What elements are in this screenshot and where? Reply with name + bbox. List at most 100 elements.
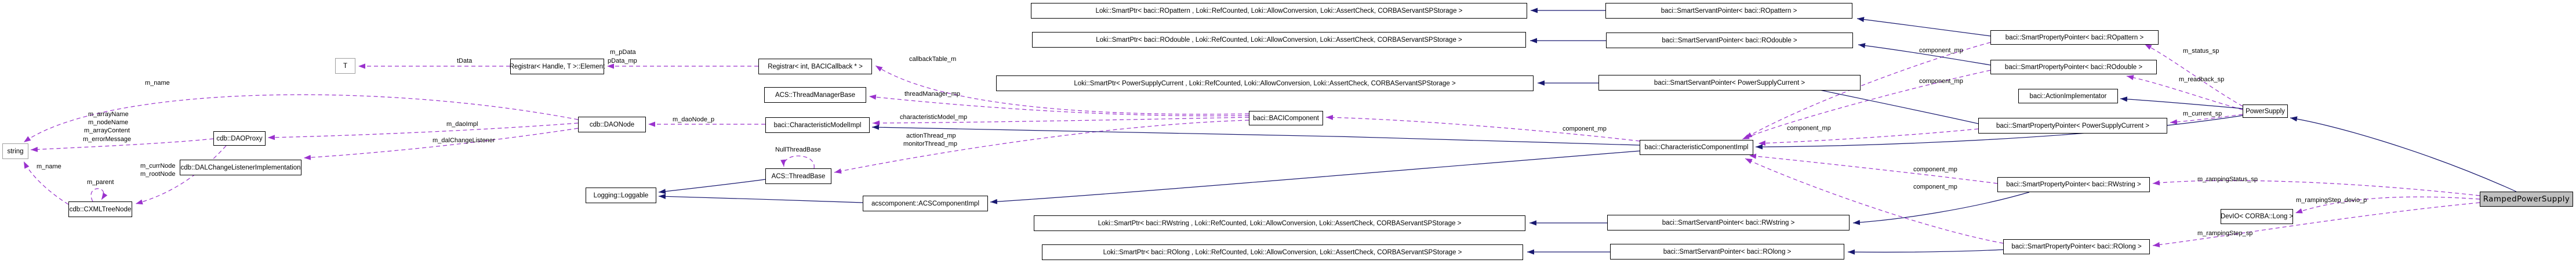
edge-inh-acscomp-loggable — [658, 193, 863, 203]
class-node-loki-smartptr-rwstring[interactable]: Loki::SmartPtr< baci::RWstring , Loki::R… — [1034, 215, 1525, 231]
class-node-cdb-daonode[interactable]: cdb::DAONode — [578, 117, 646, 132]
class-node-ssp-rodouble[interactable]: baci::SmartServantPointer< baci::ROdoubl… — [1606, 33, 1853, 48]
edge-label-component-mp-cci: component_mp — [1563, 125, 1607, 132]
edge-m-parent — [90, 188, 108, 202]
edge-label-m-rampingstatus-sp: m_rampingStatus_sp — [2197, 176, 2258, 183]
edge-label-component-mp-rolong: component_mp — [1913, 183, 1957, 190]
class-node-loki-smartptr-powersupplycurrent[interactable]: Loki::SmartPtr< PowerSupplyCurrent , Lok… — [996, 75, 1534, 91]
edge-inh-cci-acscomp — [990, 150, 1640, 204]
class-node-loki-smartptr-rodouble[interactable]: Loki::SmartPtr< baci::ROdouble , Loki::R… — [1032, 32, 1526, 48]
edge-m-name-cxml — [23, 161, 69, 205]
edge-label-nullthreadbase: NullThreadBase — [775, 146, 821, 153]
edge-label-m-readback-sp: m_readback_sp — [2179, 76, 2225, 83]
edge-label-m-rampingstep-sp: m_rampingStep_sp — [2197, 230, 2253, 237]
edge-nullthreadbase — [780, 156, 815, 169]
edge-threadmanager-mp — [869, 94, 1249, 117]
edge-inh-threadbase-loggable — [658, 179, 766, 194]
edge-inh-spp-ssp-rodouble — [1858, 43, 1991, 66]
edge-component-mp-rodouble — [1742, 70, 1991, 140]
class-node-cdb-daoproxy[interactable]: cdb::DAOProxy — [213, 131, 266, 146]
class-node-cdb-cxmltreenode[interactable]: cdb::CXMLTreeNode — [68, 201, 132, 217]
class-node-acscomponent-acscomponentimpl[interactable]: acscomponent::ACSComponentImpl — [863, 196, 988, 211]
class-node-spp-rolong[interactable]: baci::SmartPropertyPointer< baci::ROlong… — [2003, 239, 2150, 254]
edge-label-characteristicmodel-mp: characteristicModel_mp — [900, 114, 968, 121]
class-node-logging-loggable[interactable]: Logging::Loggable — [586, 188, 656, 203]
edge-label-component-mp-ropattern: component_mp — [1919, 47, 1963, 54]
edge-inh-rps-ps — [2290, 116, 2517, 192]
edge-m-rampingstep-sp — [2152, 202, 2480, 247]
edge-label-callbacktable-m: callbackTable_m — [909, 56, 957, 63]
class-node-spp-ropattern[interactable]: baci::SmartPropertyPointer< baci::ROpatt… — [1990, 30, 2159, 45]
edge-label-m-status-sp: m_status_sp — [2183, 48, 2219, 55]
edge-m-status-sp — [2144, 44, 2243, 107]
edge-m-name-daonode — [23, 94, 579, 143]
edge-inh-ps-actionimplementator — [2120, 96, 2243, 109]
edge-label-m-current-sp: m_current_sp — [2183, 110, 2222, 117]
edge-inh-spp-ssp-rwstring — [1852, 192, 2030, 225]
edge-m-arrayname — [30, 138, 214, 152]
edge-component-mp-rolong — [1745, 158, 2004, 244]
edge-label-m-rampingstep-devio-p: m_rampingStep_devio_p — [2296, 197, 2367, 204]
class-node-cdb-dalchangelistenerimplementation[interactable]: cdb::DALChangeListenerImplementation — [180, 160, 301, 175]
edge-m-rampingstep-devio-p — [2295, 196, 2480, 214]
edge-m-dalchangelistener — [303, 128, 579, 160]
edge-label-m-arrayname-2: m_arrayContent — [84, 127, 130, 134]
class-node-spp-rodouble[interactable]: baci::SmartPropertyPointer< baci::ROdoub… — [1990, 60, 2157, 74]
class-node-string[interactable]: string — [2, 143, 28, 159]
class-node-acs-threadmanagerbase[interactable]: ACS::ThreadManagerBase — [764, 87, 866, 103]
edge-label-component-mp-rwstring: component_mp — [1913, 166, 1957, 173]
class-node-loki-smartptr-rolong[interactable]: Loki::SmartPtr< baci::ROlong , Loki::Ref… — [1042, 244, 1523, 260]
edge-label-pdata-1: pData_mp — [608, 57, 637, 64]
edge-label-m-arrayname-0: m_arrayName — [88, 111, 129, 118]
edge-m-rampingstatus-sp — [2152, 180, 2480, 196]
class-node-rampedpowersupply: RampedPowerSupply — [2480, 192, 2573, 207]
class-node-acs-threadbase[interactable]: ACS::ThreadBase — [765, 168, 831, 184]
edge-label-threadmanager-mp: threadManager_mp — [904, 91, 961, 98]
class-node-t[interactable]: T — [335, 58, 355, 74]
edge-inh-spp-ssp-ropattern — [1856, 17, 1991, 37]
edge-label-m-currnode-1: m_rootNode — [140, 171, 176, 178]
class-node-baci-actionimplementator[interactable]: baci::ActionImplementator — [2018, 89, 2118, 103]
edge-label-pdata-0: m_pData — [610, 49, 636, 56]
edge-inh-ps-cci — [1755, 115, 2243, 150]
edge-label-m-daonode-p: m_daoNode_p — [673, 116, 715, 123]
class-node-devio-corba-long[interactable]: DevIO< CORBA::Long > — [2221, 209, 2293, 224]
class-node-registrar-int-bacicallback[interactable]: Registrar< int, BACICallback * > — [758, 59, 872, 74]
class-node-loki-smartptr-ropattern[interactable]: Loki::SmartPtr< baci::ROpattern , Loki::… — [1031, 3, 1527, 19]
edge-label-m-arrayname-1: m_nodeName — [88, 119, 129, 126]
class-node-baci-characteristiccomponentimpl[interactable]: baci::CharacteristicComponentImpl — [1640, 140, 1753, 155]
class-node-ssp-rolong[interactable]: baci::SmartServantPointer< baci::ROlong … — [1610, 244, 1844, 260]
edge-inh-cci-charmodel — [871, 124, 1640, 146]
edge-label-actionthread-mp-0: actionThread_mp — [906, 132, 956, 139]
edge-callbacktable-m — [875, 65, 1249, 115]
edge-component-mp-cci — [1325, 114, 1640, 142]
edge-m-readback-sp — [2126, 75, 2243, 110]
edge-component-mp-rwstring — [1749, 153, 1998, 184]
edge-label-m-dalchangelistener: m_dalChangeListener — [433, 137, 495, 144]
edge-actionthread-mp — [834, 120, 1249, 174]
class-node-ssp-ropattern[interactable]: baci::SmartServantPointer< baci::ROpatte… — [1605, 3, 1852, 19]
class-node-registrar-handle-t-element[interactable]: Registrar< Handle, T >::Element — [510, 59, 605, 74]
edge-label-actionthread-mp-1: monitorThread_mp — [903, 140, 957, 147]
class-node-ssp-rwstring[interactable]: baci::SmartServantPointer< baci::RWstrin… — [1607, 215, 1850, 230]
edge-label-component-mp-rodouble: component_mp — [1919, 78, 1963, 85]
class-node-spp-rwstring[interactable]: baci::SmartPropertyPointer< baci::RWstri… — [1997, 177, 2150, 192]
edge-label-m-parent: m_parent — [87, 179, 114, 186]
edge-m-daoimpl — [267, 123, 579, 140]
edge-label-m-currnode-0: m_currNode — [140, 163, 176, 170]
edge-characteristicmodel-mp — [872, 117, 1249, 126]
class-node-powersupply[interactable]: PowerSupply — [2243, 105, 2288, 118]
edge-label-m-name-cxml: m_name — [37, 163, 61, 170]
class-node-baci-characteristicmodelimpl[interactable]: baci::CharacteristicModelImpl — [765, 117, 870, 133]
class-node-ssp-powersupplycurrent[interactable]: baci::SmartServantPointer< PowerSupplyCu… — [1598, 75, 1861, 91]
edge-label-tdata: tData — [457, 57, 473, 64]
edge-label-m-arrayname-3: m_errorMessage — [83, 136, 132, 143]
edge-m-current-sp — [2170, 114, 2243, 125]
edge-label-m-daoimpl: m_daoImpl — [446, 121, 478, 128]
class-node-baci-bacicomponent[interactable]: baci::BACIComponent — [1249, 111, 1323, 125]
class-node-spp-powersupplycurrent[interactable]: baci::SmartPropertyPointer< PowerSupplyC… — [1978, 118, 2167, 134]
edge-inh-spp-ssp-rolong — [1847, 249, 2004, 255]
edge-label-component-mp-pscurrent: component_mp — [1787, 125, 1831, 132]
